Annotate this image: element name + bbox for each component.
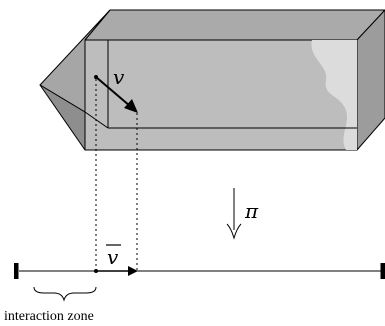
left-wall	[14, 263, 19, 279]
vector-v-label: v	[113, 65, 125, 89]
projection-guides	[95, 79, 138, 271]
projection-arrow: π	[226, 188, 259, 240]
prism-light-patch	[311, 40, 357, 150]
vector-v-arrowhead	[124, 99, 138, 113]
projected-vector-label: v	[107, 245, 119, 269]
projected-vector-arrowhead	[128, 266, 138, 276]
prism-tip-lower	[39, 84, 86, 151]
base-line	[14, 263, 385, 279]
vector-v: v	[94, 65, 138, 113]
interaction-zone-brace	[33, 286, 97, 302]
projected-vector: v	[94, 244, 138, 276]
prism-top-face	[84, 9, 385, 41]
right-wall	[380, 263, 385, 279]
projection-label: π	[244, 199, 259, 223]
interaction-zone-caption: interaction zone	[4, 309, 94, 324]
prism	[39, 9, 385, 151]
